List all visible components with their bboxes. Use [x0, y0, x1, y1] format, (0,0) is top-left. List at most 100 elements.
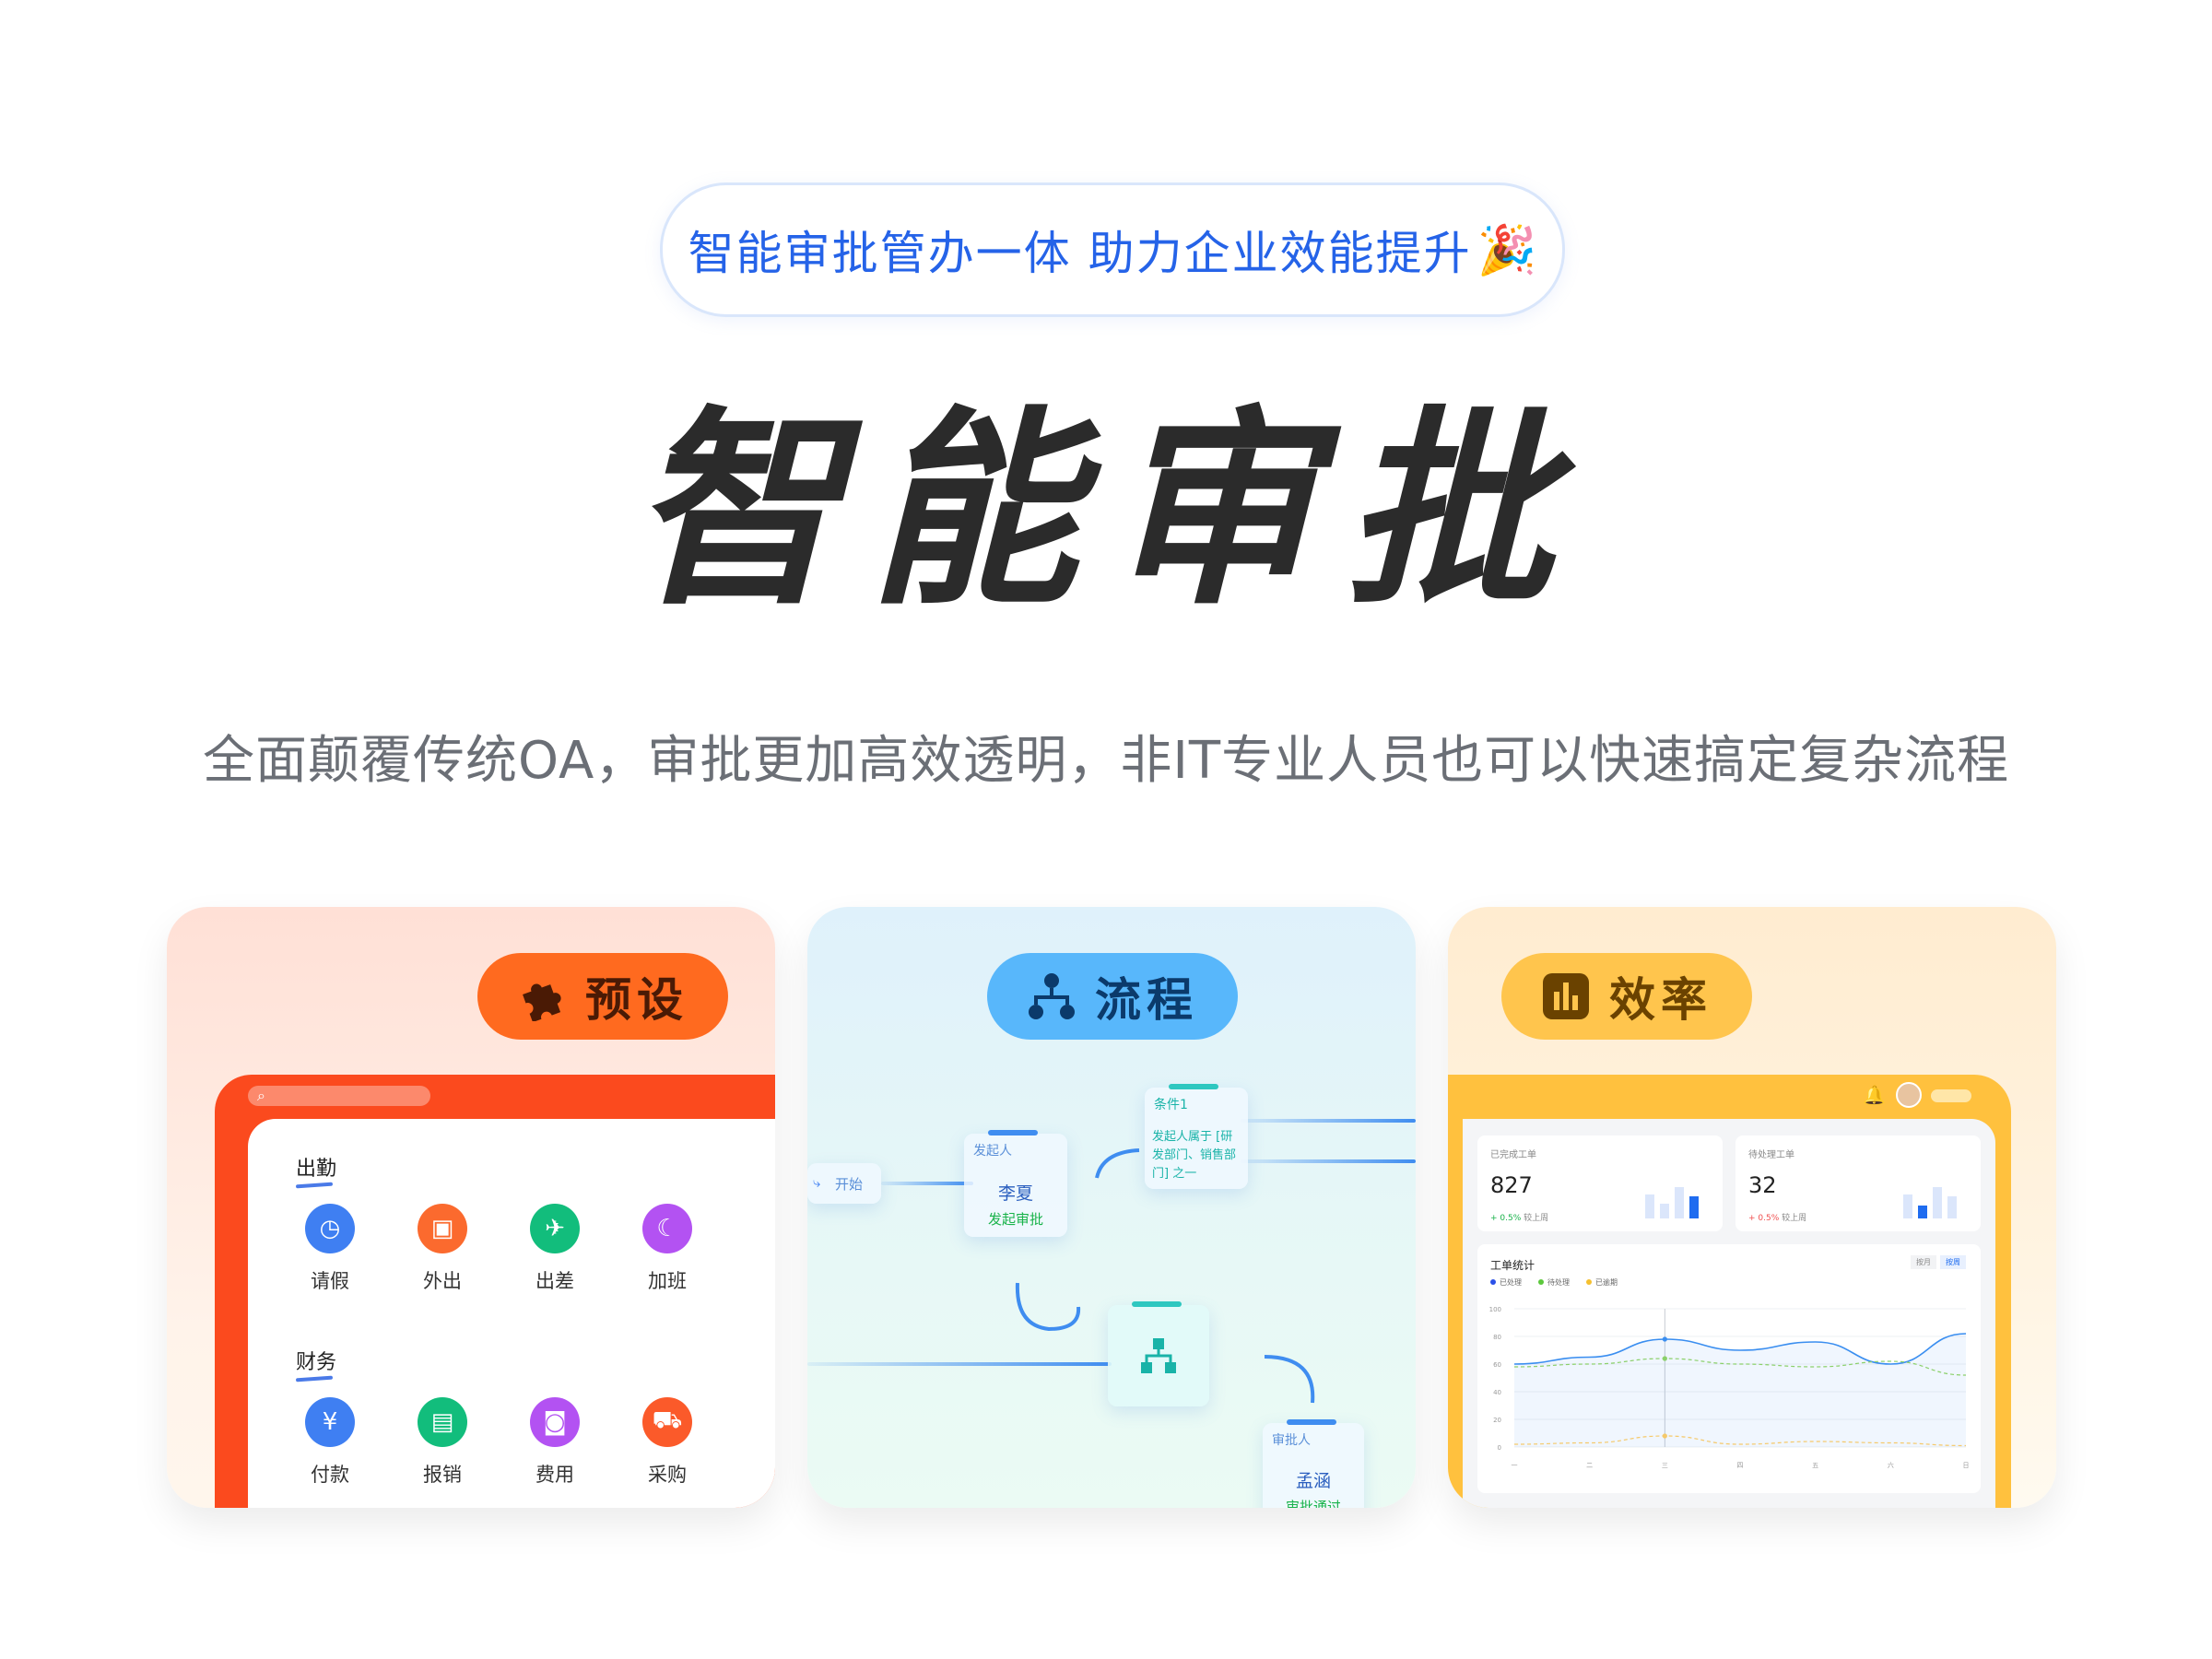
user-menu[interactable]: [1931, 1089, 1971, 1102]
initiator-head: 发起人: [973, 1144, 1012, 1159]
condition-body: 发起人属于 [研发部门、销售部门] 之一: [1152, 1130, 1237, 1181]
series-line: [1513, 1435, 1967, 1447]
kpi-delta-value: + 0.5%: [1490, 1214, 1522, 1223]
app-outing[interactable]: ▣ 外出: [401, 1204, 484, 1294]
curve-connector: [1015, 1282, 1081, 1332]
kpi-value: 32: [1748, 1172, 1777, 1198]
flow-connector: [881, 1182, 973, 1185]
app-reimbursement[interactable]: ▤ 报销: [401, 1397, 484, 1488]
app-label: 采购: [648, 1464, 687, 1486]
y-tick-label: 0: [1498, 1444, 1501, 1452]
series-line: [1513, 1333, 1967, 1365]
data-point: [1662, 1433, 1667, 1439]
approver-name: 孟涵: [1295, 1471, 1331, 1491]
legend-label: 待处理: [1547, 1278, 1570, 1287]
kpi-card-completed: 已完成工单 827 + 0.5% 较上周: [1477, 1135, 1723, 1231]
page-subtitle: 全面颠覆传统OA，审批更加高效透明，非IT专业人员也可以快速搞定复杂流程: [202, 731, 2010, 791]
start-node[interactable]: 开始 ⤷: [807, 1163, 881, 1204]
app-payment[interactable]: ¥ 付款: [288, 1397, 371, 1488]
app-overtime[interactable]: ☾ 加班: [626, 1204, 709, 1294]
app-label: 外出: [423, 1270, 462, 1292]
kpi-value: 827: [1490, 1172, 1533, 1198]
node-bar: [1287, 1419, 1336, 1425]
search-icon: ⌕: [257, 1087, 265, 1104]
party-popper-icon: 🎉: [1477, 222, 1537, 278]
avatar[interactable]: [1896, 1082, 1922, 1108]
approver-status: 审批通过: [1285, 1499, 1341, 1508]
branch-icon: [1141, 1338, 1176, 1373]
x-tick-label: 六: [1888, 1461, 1894, 1469]
legend-label: 已逾期: [1595, 1278, 1618, 1287]
kpi-delta-note: 较上周: [1782, 1214, 1807, 1223]
legend-dot-icon: [1538, 1279, 1544, 1285]
legend-item: 已逾期: [1586, 1277, 1618, 1288]
bell-icon[interactable]: 🔔: [1863, 1084, 1886, 1106]
moon-icon: ☾: [642, 1204, 692, 1253]
tagline-pill: 智能审批管办一体 助力企业效能提升 🎉: [660, 182, 1565, 317]
x-tick-label: 五: [1812, 1462, 1818, 1469]
condition-node[interactable]: 条件1 发起人属于 [研发部门、销售部门] 之一: [1145, 1084, 1248, 1189]
kpi-delta-value: + 0.5%: [1748, 1214, 1780, 1223]
app-label: 费用: [535, 1464, 574, 1486]
chart-title: 工单统计: [1490, 1259, 1535, 1272]
flow-connector: [1241, 1119, 1416, 1123]
preset-tag[interactable]: 预设: [477, 953, 728, 1040]
line-chart: 020406080100一二三四五六日: [1489, 1306, 1970, 1469]
app-label: 请假: [311, 1270, 349, 1292]
x-tick-label: 一: [1512, 1462, 1518, 1469]
initiator-name: 李夏: [997, 1183, 1033, 1204]
app-grid-screen: 出勤 ◷ 请假 ▣ 外出 ✈ 出差 ☾ 加班 财务 ¥ 付款: [248, 1119, 775, 1508]
briefcase-icon: ▣: [418, 1204, 467, 1253]
legend-label: 已处理: [1500, 1278, 1522, 1287]
flow-tag-label: 流程: [1095, 973, 1198, 1027]
flow-tag[interactable]: 流程: [987, 953, 1238, 1040]
y-tick-label: 40: [1493, 1389, 1501, 1396]
app-purchase[interactable]: ⛟ 采购: [626, 1397, 709, 1488]
initiator-node[interactable]: 发起人 李夏 发起审批: [964, 1130, 1067, 1237]
legend-item: 待处理: [1538, 1277, 1570, 1288]
section-title-attendance: 出勤: [296, 1152, 336, 1182]
cart-icon: ⛟: [642, 1397, 692, 1447]
node-bar: [988, 1130, 1038, 1135]
data-point: [1662, 1356, 1667, 1361]
legend-item: 已处理: [1490, 1277, 1522, 1288]
efficiency-card: 效率 🔔 已完成工单 827 + 0.5% 较上周 待处理工单 32 + 0.5…: [1448, 907, 2056, 1508]
y-tick-label: 80: [1493, 1334, 1501, 1341]
kpi-delta-note: 较上周: [1524, 1214, 1549, 1223]
app-label: 付款: [311, 1464, 349, 1486]
curve-connector: [1264, 1355, 1315, 1404]
approver-node[interactable]: 审批人 孟涵 审批通过: [1263, 1419, 1364, 1508]
app-label: 出差: [535, 1270, 574, 1292]
flow-start-icon: ⤷: [813, 1174, 821, 1191]
x-tick-label: 三: [1662, 1462, 1668, 1469]
mini-bar-chart: [1645, 1187, 1699, 1218]
y-tick-label: 100: [1489, 1306, 1501, 1313]
node-bar: [1169, 1084, 1218, 1089]
puzzle-icon: [517, 971, 567, 1021]
search-input[interactable]: [248, 1086, 430, 1106]
flow-card: 流程 开始 ⤷ 发起人 李夏 发起审批 条件1 发起人属于 [研发部门、销售部门…: [807, 907, 1416, 1508]
app-label: 加班: [648, 1270, 687, 1292]
app-business-trip[interactable]: ✈ 出差: [513, 1204, 596, 1294]
x-tick-label: 日: [1963, 1462, 1970, 1469]
y-tick-label: 20: [1493, 1417, 1501, 1424]
org-chart-icon: [1027, 971, 1077, 1021]
x-tick-label: 四: [1737, 1462, 1744, 1469]
airplane-icon: ✈: [530, 1204, 580, 1253]
page-title: 智能审批: [630, 388, 1582, 633]
bar-chart-icon: [1541, 971, 1591, 1021]
app-expense[interactable]: ◙ 费用: [513, 1397, 596, 1488]
start-label: 开始: [835, 1176, 864, 1193]
legend-dot-icon: [1586, 1279, 1592, 1285]
tab-weekly[interactable]: 按周: [1940, 1255, 1966, 1269]
efficiency-tag[interactable]: 效率: [1501, 953, 1752, 1040]
branch-node[interactable]: [1108, 1301, 1209, 1406]
flow-connector: [807, 1362, 1112, 1366]
dashboard-screen: 已完成工单 827 + 0.5% 较上周 待处理工单 32 + 0.5% 较上周…: [1463, 1119, 1995, 1508]
flow-connector: [1241, 1159, 1416, 1163]
tab-monthly[interactable]: 按月: [1911, 1255, 1936, 1269]
app-leave[interactable]: ◷ 请假: [288, 1204, 371, 1294]
kpi-delta: + 0.5% 较上周: [1748, 1211, 1806, 1223]
legend-dot-icon: [1490, 1279, 1496, 1285]
